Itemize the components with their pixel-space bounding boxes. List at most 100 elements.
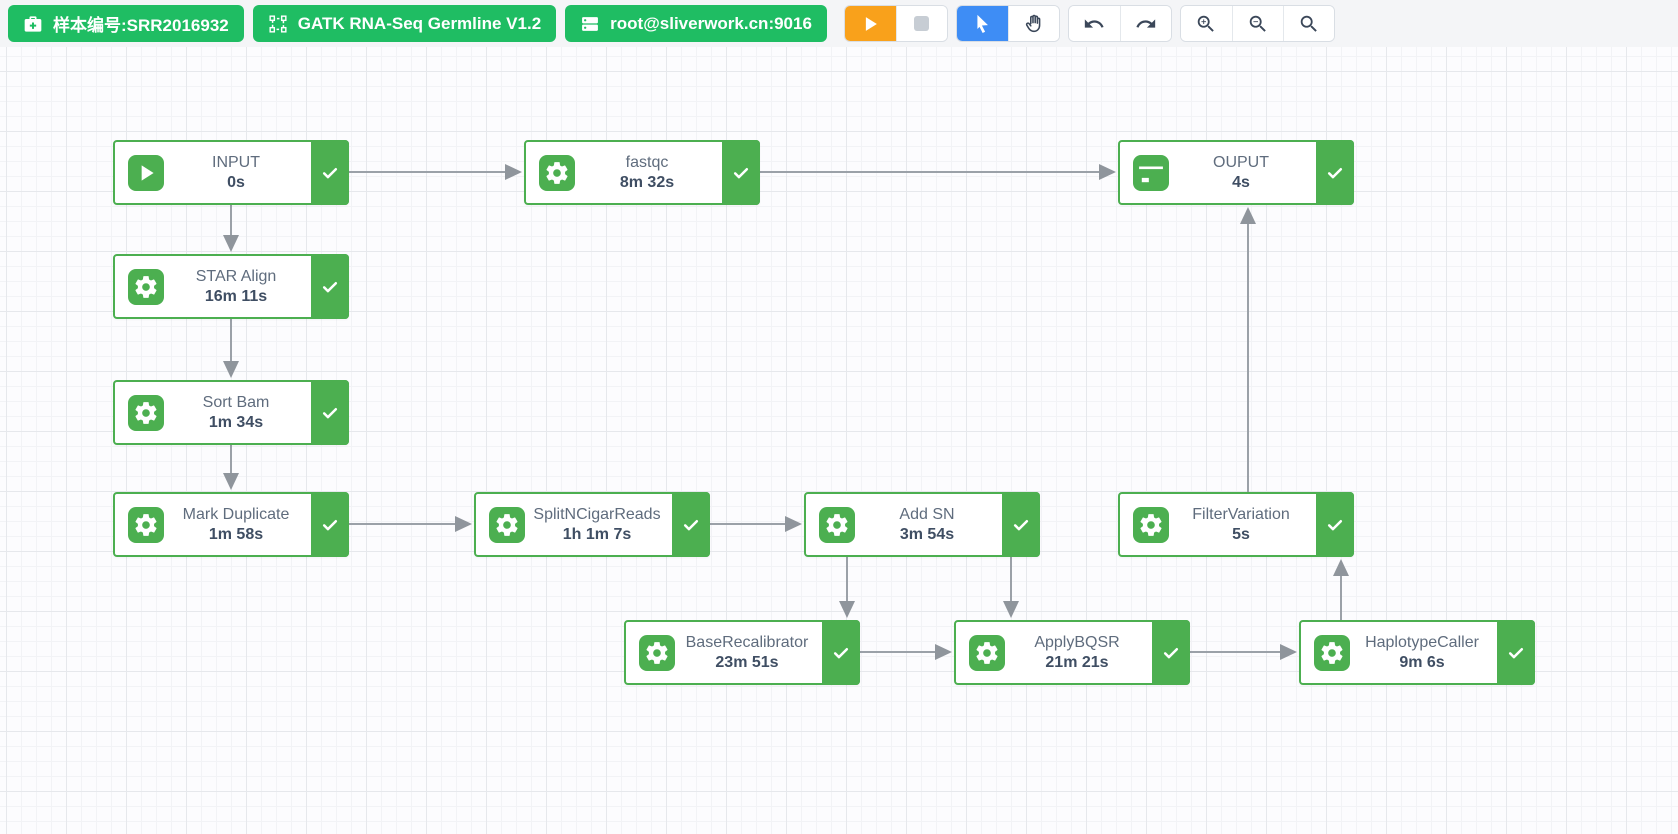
- node-duration: 16m 11s: [204, 287, 268, 305]
- output-box-icon: [1139, 166, 1163, 183]
- node-status-band: [1497, 620, 1535, 685]
- node-duration: 5s: [1232, 525, 1250, 543]
- node-type-badge: [819, 507, 855, 543]
- node-input[interactable]: INPUT 0s: [113, 140, 349, 205]
- zoom-search-button[interactable]: [1282, 6, 1334, 41]
- zoom-out-button[interactable]: [1231, 6, 1283, 41]
- redo-button[interactable]: [1119, 6, 1171, 41]
- check-icon: [1327, 519, 1343, 530]
- play-icon: [866, 16, 878, 31]
- node-text: SplitNCigarReads 1h 1m 7s: [526, 494, 668, 555]
- zoom-in-icon: [1198, 15, 1215, 32]
- node-duration: 8m 32s: [619, 173, 675, 191]
- sample-id-label: 样本编号:SRR2016932: [53, 16, 229, 35]
- node-duration: 3m 54s: [899, 525, 955, 543]
- server-address-label: root@sliverwork.cn:9016: [610, 13, 812, 33]
- node-type-badge: [1133, 507, 1169, 543]
- node-type-badge: [128, 269, 164, 305]
- node-sort_bam[interactable]: Sort Bam 1m 34s: [113, 380, 349, 445]
- node-duration: 9m 6s: [1399, 653, 1445, 671]
- gear-icon: [826, 514, 848, 536]
- node-status-band: [311, 492, 349, 557]
- undo-arrow-icon: [1085, 18, 1105, 28]
- node-status-band: [1152, 620, 1190, 685]
- check-icon: [322, 519, 338, 530]
- node-ouput[interactable]: OUPUT 4s: [1118, 140, 1354, 205]
- node-title: Sort Bam: [202, 393, 270, 411]
- node-title: BaseRecalibrator: [685, 633, 809, 651]
- node-title: FilterVariation: [1192, 505, 1290, 523]
- node-star_align[interactable]: STAR Align 16m 11s: [113, 254, 349, 319]
- pan-mode-button[interactable]: [1007, 6, 1059, 41]
- node-duration: 1m 34s: [208, 413, 264, 431]
- zoom-out-icon: [1249, 15, 1266, 32]
- gear-icon: [496, 514, 518, 536]
- node-type-badge: [128, 155, 164, 191]
- node-text: OUPUT 4s: [1170, 142, 1312, 203]
- node-type-badge: [1314, 635, 1350, 671]
- node-duration: 23m 51s: [715, 653, 779, 671]
- run-stop-group: [843, 5, 948, 42]
- gear-icon: [1321, 642, 1343, 664]
- select-mode-button[interactable]: [956, 6, 1008, 41]
- node-splitncigarreads[interactable]: SplitNCigarReads 1h 1m 7s: [474, 492, 710, 557]
- node-status-band: [722, 140, 760, 205]
- node-mark_duplicate[interactable]: Mark Duplicate 1m 58s: [113, 492, 349, 557]
- node-filtervariation[interactable]: FilterVariation 5s: [1118, 492, 1354, 557]
- cursor-icon: [977, 14, 989, 33]
- node-text: Add SN 3m 54s: [856, 494, 998, 555]
- node-text: BaseRecalibrator 23m 51s: [676, 622, 818, 683]
- gear-icon: [646, 642, 668, 664]
- node-type-badge: [128, 395, 164, 431]
- node-add_sn[interactable]: Add SN 3m 54s: [804, 492, 1040, 557]
- node-text: fastqc 8m 32s: [576, 142, 718, 203]
- mode-group: [955, 5, 1060, 42]
- magnifier-icon: [1300, 15, 1317, 32]
- node-type-badge: [969, 635, 1005, 671]
- gear-icon: [976, 642, 998, 664]
- gear-icon: [135, 514, 157, 536]
- server-icon: [582, 16, 599, 31]
- node-type-badge: [1133, 155, 1169, 191]
- redo-arrow-icon: [1136, 18, 1156, 28]
- node-fastqc[interactable]: fastqc 8m 32s: [524, 140, 760, 205]
- check-icon: [322, 167, 338, 178]
- node-title: STAR Align: [195, 267, 277, 285]
- play-icon: [141, 165, 154, 181]
- node-status-band: [311, 140, 349, 205]
- transform-icon: [269, 14, 287, 33]
- medical-kit-icon: [24, 15, 42, 32]
- check-icon: [833, 647, 849, 658]
- node-title: INPUT: [212, 153, 260, 171]
- undo-button[interactable]: [1068, 6, 1120, 41]
- node-type-badge: [639, 635, 675, 671]
- node-baserecalibrator[interactable]: BaseRecalibrator 23m 51s: [624, 620, 860, 685]
- check-icon: [322, 407, 338, 418]
- node-title: SplitNCigarReads: [533, 505, 661, 523]
- node-text: INPUT 0s: [165, 142, 307, 203]
- hand-icon: [1025, 14, 1041, 32]
- node-title: ApplyBQSR: [1034, 633, 1120, 651]
- node-status-band: [1316, 140, 1354, 205]
- check-icon: [1508, 647, 1524, 658]
- node-type-badge: [539, 155, 575, 191]
- node-type-badge: [489, 507, 525, 543]
- node-title: Add SN: [899, 505, 955, 523]
- gear-icon: [135, 402, 157, 424]
- node-text: STAR Align 16m 11s: [165, 256, 307, 317]
- node-status-band: [311, 254, 349, 319]
- run-button[interactable]: [844, 6, 896, 41]
- stop-icon: [914, 16, 930, 31]
- check-icon: [1013, 519, 1029, 530]
- node-title: Mark Duplicate: [182, 505, 290, 523]
- node-text: FilterVariation 5s: [1170, 494, 1312, 555]
- history-group: [1067, 5, 1172, 42]
- node-applybqsr[interactable]: ApplyBQSR 21m 21s: [954, 620, 1190, 685]
- node-text: Sort Bam 1m 34s: [165, 382, 307, 443]
- pipeline-name-label: GATK RNA-Seq Germline V1.2: [297, 13, 542, 33]
- node-haplotypecaller[interactable]: HaplotypeCaller 9m 6s: [1299, 620, 1535, 685]
- node-text: ApplyBQSR 21m 21s: [1006, 622, 1148, 683]
- zoom-in-button[interactable]: [1180, 6, 1232, 41]
- stop-button[interactable]: [895, 6, 947, 41]
